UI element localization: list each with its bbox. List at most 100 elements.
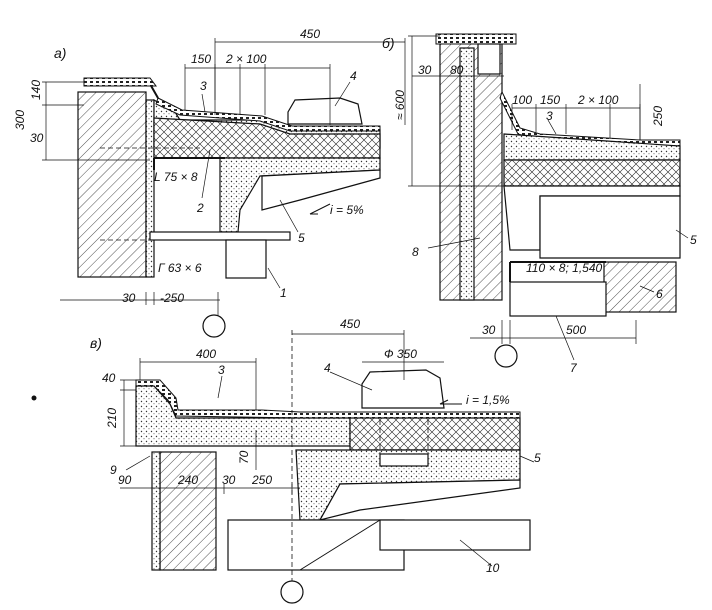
panel-c-dim-400: 400 xyxy=(196,347,216,361)
panel-c-leaders xyxy=(125,371,535,567)
panel-b-dim-80: 80 xyxy=(450,63,464,77)
panel-b-insulation xyxy=(503,159,681,187)
panel-a-dim-2x100: 2 × 100 xyxy=(225,52,267,66)
panel-c-brace xyxy=(299,519,381,571)
panel-b-dim-250: 250 xyxy=(651,106,665,127)
panel-b-dimline-bottom xyxy=(470,320,637,344)
panel-b-callout-7: 7 xyxy=(570,361,578,375)
panel-a-dimline-top xyxy=(184,64,331,125)
panel-c-screed xyxy=(135,385,351,447)
panel-b-dim-30-bottom: 30 xyxy=(482,323,496,337)
panel-a-crane-beam xyxy=(149,231,291,241)
panel-c-insulation xyxy=(349,417,521,451)
panel-b-callout-3: 3 xyxy=(546,109,553,123)
panel-a-dim-30-bottom: 30 xyxy=(122,291,136,305)
panel-a-parapet-roofing xyxy=(83,77,157,87)
panel-b-callout-8: 8 xyxy=(412,245,419,259)
panel-b-leaders xyxy=(427,119,689,361)
panel-b-callout-6: 6 xyxy=(656,287,663,301)
panel-c-callout-10: 10 xyxy=(486,561,500,575)
panel-b-dim-150: 150 xyxy=(540,93,560,107)
panel-c-dim-240: 240 xyxy=(177,473,198,487)
panel-c-dim-90: 90 xyxy=(118,473,132,487)
panel-a-leaders xyxy=(201,81,351,289)
panel-a-dimline-vertical xyxy=(42,81,150,161)
panel-b-parapet-block xyxy=(477,43,501,75)
stray-dot xyxy=(31,395,37,401)
panel-a-roofing xyxy=(155,97,381,132)
panel-c-dim-40: 40 xyxy=(102,371,116,385)
panel-a-dim-30-side: 30 xyxy=(30,131,44,145)
panel-a-callout-3: 3 xyxy=(200,79,207,93)
panel-c-slope: i = 1,5% xyxy=(466,393,510,407)
panel-c-axis-bubble xyxy=(280,580,304,604)
panel-a-axis-bubble xyxy=(202,314,226,338)
panel-b-callout-5: 5 xyxy=(690,233,697,247)
panel-b-axis-bubble xyxy=(494,344,518,368)
panel-b-tag: б) xyxy=(382,35,395,51)
panel-c-dimline-bottom xyxy=(120,484,300,494)
panel-a-dim-300: 300 xyxy=(13,110,27,130)
panel-c-roofing xyxy=(135,379,521,419)
panel-b-angle xyxy=(509,261,606,282)
panel-a-wall-lining xyxy=(145,99,155,278)
panel-b-dimline-roof xyxy=(511,104,641,140)
panel-b-dimline-top xyxy=(412,72,504,80)
panel-c-tag: в) xyxy=(90,335,102,351)
panel-c-callout-9: 9 xyxy=(110,463,117,477)
panel-c-aerator-pipe xyxy=(379,453,429,467)
panel-a-slab-rib xyxy=(261,169,381,211)
panel-a-slope-arrow xyxy=(309,203,331,215)
panel-c-slab-rib xyxy=(318,479,521,521)
panel-b-beam xyxy=(509,281,607,317)
panel-b-wall-core xyxy=(459,47,475,301)
panel-a-tag: a) xyxy=(54,45,66,61)
panel-b-profile: 110 × 8; 1,540 xyxy=(526,261,603,275)
panel-c-truss xyxy=(379,519,531,551)
panel-a-dim-450: 450 xyxy=(300,27,320,41)
panel-c-callout-3: 3 xyxy=(218,363,225,377)
panel-c-dim-250: 250 xyxy=(251,473,272,487)
panel-c: в) 450 400 Ф 350 40 210 70 90 xyxy=(90,317,541,604)
panel-c-callout-4: 4 xyxy=(324,361,331,375)
panel-c-dimline-vertical xyxy=(120,379,136,447)
panel-b: б) ≈ 600 30 80 100 150 2 × 100 250 30 50… xyxy=(382,33,697,375)
panel-c-dim-30: 30 xyxy=(222,473,236,487)
panel-a-callout-5: 5 xyxy=(298,231,305,245)
panel-b-roofing xyxy=(499,90,681,147)
panel-c-dim-70: 70 xyxy=(237,450,251,464)
panel-a-callout-1: 1 xyxy=(280,286,287,300)
panel-b-slab-rib xyxy=(539,195,681,259)
panel-b-parapet-cap xyxy=(435,33,517,45)
panel-a-dim-150: 150 xyxy=(191,52,211,66)
panel-b-dim-30: 30 xyxy=(418,63,432,77)
panel-a-dimline-bottom xyxy=(60,292,220,316)
panel-a-aerator xyxy=(287,97,363,125)
panel-c-wall xyxy=(159,451,217,571)
panel-a-slope: i = 5% xyxy=(330,203,364,217)
panel-a-dim-140: 140 xyxy=(29,80,43,100)
panel-c-slope-arrow xyxy=(439,399,462,405)
panel-a: a) 450 150 2 × 100 300 140 30 30 xyxy=(13,27,406,338)
panel-a-hidden-lines xyxy=(100,147,200,241)
panel-c-aerator xyxy=(361,369,445,409)
panel-c-dim-450: 450 xyxy=(340,317,360,331)
panel-c-aerator-hidden xyxy=(379,420,429,454)
panel-c-dimline-450 xyxy=(292,330,405,380)
panel-c-dim-350: Ф 350 xyxy=(384,347,417,361)
panel-b-dim-600: ≈ 600 xyxy=(393,90,407,120)
panel-a-angle-bottom-label: Г 63 × 6 xyxy=(158,261,202,275)
panel-a-column-head xyxy=(225,239,267,279)
panel-b-column xyxy=(603,261,677,313)
panel-a-callout-2: 2 xyxy=(196,201,204,215)
panel-b-dim-500: 500 xyxy=(566,323,586,337)
panel-a-callout-4: 4 xyxy=(350,69,357,83)
panel-c-wall-lining xyxy=(151,451,161,571)
panel-b-dim-2x100: 2 × 100 xyxy=(577,93,619,107)
panel-b-dimline-600 xyxy=(408,35,504,187)
panel-c-callout-5: 5 xyxy=(534,451,541,465)
panel-a-dim-250-bottom: -250 xyxy=(160,291,184,305)
panel-c-crane-girder xyxy=(227,519,405,571)
panel-a-angle-top-label: L 75 × 8 xyxy=(154,170,198,184)
